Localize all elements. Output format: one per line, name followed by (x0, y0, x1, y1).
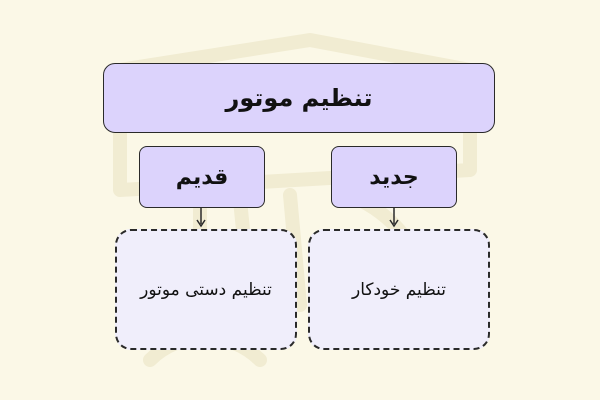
branch-node-old: قدیم (139, 146, 265, 208)
branch-node-new-label: جدید (369, 164, 419, 190)
leaf-node-new-label: تنظیم خودکار (352, 279, 446, 300)
branch-node-new: جدید (331, 146, 457, 208)
leaf-node-new: تنظیم خودکار (308, 229, 490, 350)
arrowhead-new (389, 219, 399, 228)
branch-node-old-label: قدیم (175, 164, 229, 190)
arrowhead-old (196, 219, 206, 228)
root-node: تنظیم موتور (103, 63, 495, 133)
root-node-label: تنظیم موتور (225, 84, 373, 112)
leaf-node-old: تنظیم دستی موتور (115, 229, 297, 350)
leaf-node-old-label: تنظیم دستی موتور (140, 279, 272, 300)
